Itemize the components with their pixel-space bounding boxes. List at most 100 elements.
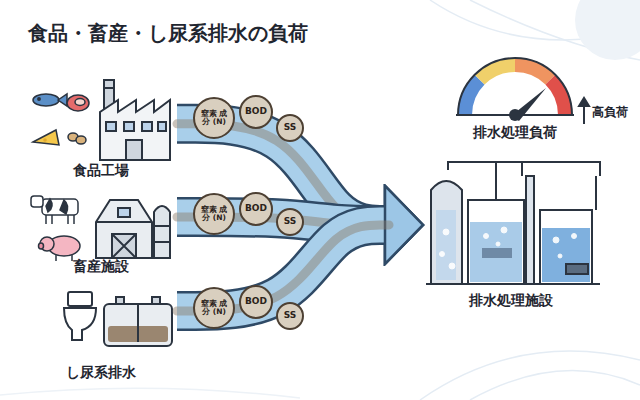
livestock-icons bbox=[73, 215, 75, 224]
sewage-icons bbox=[137, 304, 139, 342]
barn-icon bbox=[154, 241, 170, 243]
sewage-icons bbox=[104, 304, 172, 346]
sewage-icons bbox=[68, 292, 92, 306]
livestock-icons bbox=[31, 196, 80, 261]
livestock-icons bbox=[31, 196, 43, 207]
node-text: BOD bbox=[243, 107, 269, 116]
factory-icon bbox=[158, 122, 166, 131]
pollutant-bubble: 窒素 成分 (N) bbox=[193, 193, 235, 235]
barn-icon bbox=[154, 225, 170, 227]
diagram-title: 食品・畜産・し尿系排水の負荷 bbox=[28, 20, 308, 47]
gauge-icon bbox=[509, 109, 521, 121]
gauge-icon bbox=[456, 58, 574, 121]
pollutant-bubble: SS bbox=[276, 208, 304, 236]
gauge-icon bbox=[458, 58, 572, 115]
livestock-icons bbox=[67, 215, 69, 224]
treatment-plant-icon bbox=[448, 162, 600, 176]
livestock-icons bbox=[55, 255, 57, 261]
treatment-plant-icon bbox=[426, 283, 600, 285]
high-load-arrow bbox=[579, 98, 589, 124]
barn-icon bbox=[96, 221, 152, 223]
food-icons bbox=[58, 94, 67, 106]
treatment-plant-icon bbox=[426, 162, 600, 284]
sewage-icons bbox=[64, 308, 96, 340]
treatment-plant-icon bbox=[566, 264, 588, 274]
factory-icon bbox=[106, 122, 116, 131]
livestock-icons bbox=[45, 215, 47, 224]
livestock-icons bbox=[60, 200, 68, 214]
node-text: BOD bbox=[243, 204, 269, 213]
bubbles bbox=[496, 242, 500, 246]
barn-icon bbox=[118, 208, 130, 217]
node-text: 畜産施設 bbox=[71, 258, 131, 276]
food-icons bbox=[33, 94, 59, 106]
high-load-arrow bbox=[579, 98, 589, 106]
barn-icon bbox=[112, 234, 136, 258]
decoration bbox=[470, 371, 640, 400]
food-icons bbox=[67, 95, 89, 111]
food-icons bbox=[76, 136, 86, 144]
bubbles bbox=[501, 227, 507, 233]
pollutant-bubble: BOD bbox=[239, 95, 273, 129]
pollutant-bubble: SS bbox=[276, 302, 304, 330]
node-text: し尿系排水 bbox=[64, 364, 138, 382]
treatment-plant-icon bbox=[431, 181, 462, 284]
factory-icon bbox=[126, 140, 142, 160]
node-text: BOD bbox=[243, 297, 269, 306]
bubbles bbox=[440, 252, 445, 257]
food-icons bbox=[33, 130, 59, 145]
treatment-plant-icon bbox=[470, 222, 522, 282]
treatment-plant-icon bbox=[526, 176, 534, 284]
barn-icon bbox=[154, 206, 170, 258]
pollutant-bubble: 窒素 成分 (N) bbox=[193, 97, 235, 139]
decoration bbox=[575, 0, 640, 60]
gauge-label: 排水処理負荷 bbox=[473, 124, 557, 142]
factory-icon bbox=[142, 122, 152, 131]
food-icons bbox=[33, 94, 89, 145]
source-facility: し尿系排水 bbox=[25, 286, 177, 382]
bubbles bbox=[572, 234, 577, 239]
node-text: 窒素 成分 (N) bbox=[197, 206, 231, 221]
treatment-plant: 排水処理施設 bbox=[425, 158, 597, 310]
sewage-icons bbox=[64, 292, 172, 346]
treatment-plant-icon bbox=[540, 210, 592, 284]
bubbles bbox=[440, 227, 577, 269]
treatment-plant-icon bbox=[595, 176, 597, 210]
bubbles bbox=[443, 229, 449, 235]
bubbles bbox=[449, 263, 455, 269]
pollutant-bubble: SS bbox=[276, 114, 304, 142]
barn-icon bbox=[96, 200, 170, 258]
node-text: SS bbox=[280, 123, 300, 132]
indicator-label: 高負荷 bbox=[592, 104, 628, 121]
food-icons bbox=[38, 98, 40, 100]
livestock-icons bbox=[42, 199, 78, 215]
livestock-icons bbox=[51, 215, 53, 224]
node-text: SS bbox=[280, 217, 300, 226]
food-icons bbox=[75, 99, 85, 106]
factory-icon bbox=[100, 100, 170, 160]
treatment-plant-icon bbox=[542, 228, 590, 282]
sewage-icons bbox=[152, 297, 160, 304]
livestock-icons bbox=[46, 199, 52, 212]
decoration bbox=[420, 351, 640, 400]
bubbles bbox=[484, 234, 489, 239]
treatment-plant-icon bbox=[521, 162, 523, 176]
livestock-icons bbox=[71, 255, 73, 261]
source-facility: 食品工場 bbox=[25, 76, 177, 180]
pollutant-bubble: BOD bbox=[239, 192, 273, 226]
treatment-plant-icon bbox=[468, 200, 524, 284]
node-text: 食品工場 bbox=[71, 162, 131, 180]
bubbles bbox=[553, 237, 559, 243]
node-text: 窒素 成分 (N) bbox=[197, 110, 231, 125]
pollutant-bubble: 窒素 成分 (N) bbox=[193, 287, 235, 329]
barn-icon bbox=[112, 234, 136, 258]
factory-icon bbox=[104, 87, 114, 89]
source-facility: 畜産施設 bbox=[25, 188, 177, 276]
barn-icon bbox=[96, 200, 152, 258]
decoration bbox=[0, 388, 300, 398]
treatment-plant-icon bbox=[436, 210, 456, 280]
node-text: 排水処理施設 bbox=[467, 292, 555, 310]
treatment-plant-icon bbox=[482, 248, 512, 258]
